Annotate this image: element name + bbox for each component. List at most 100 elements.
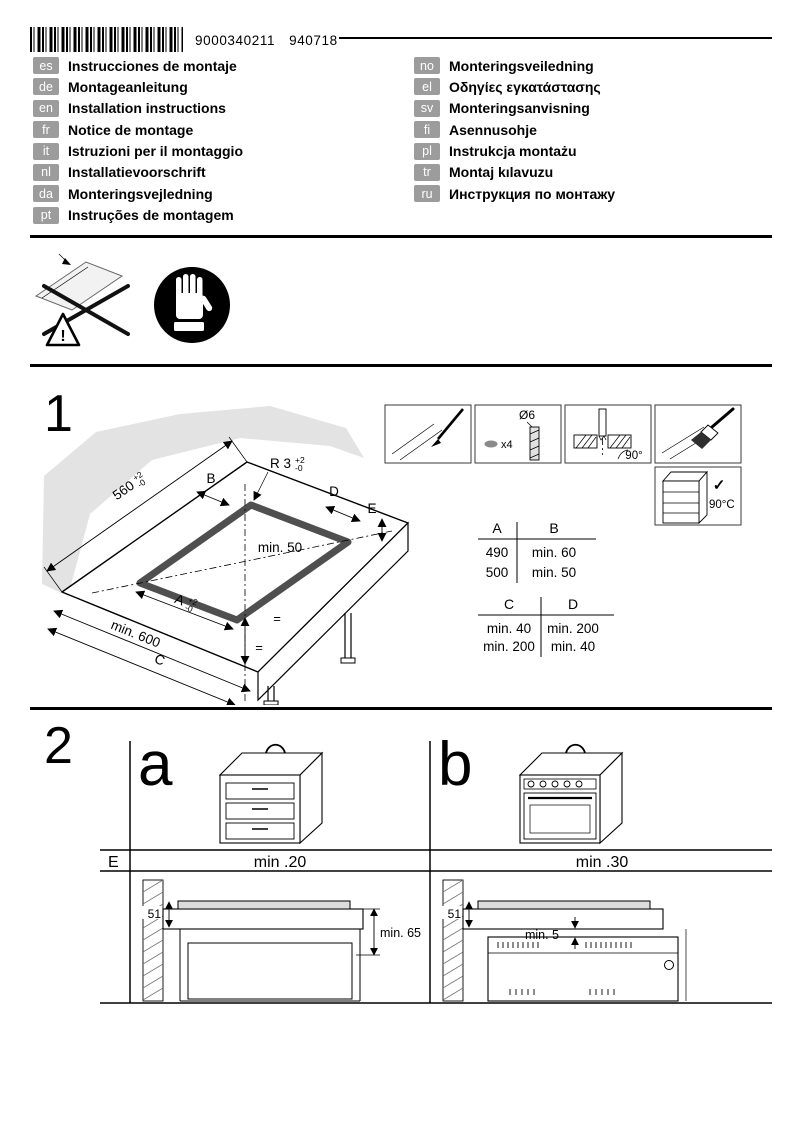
language-title: Οδηγίες εγκατάστασης bbox=[449, 78, 601, 95]
language-title: Monteringsanvisning bbox=[449, 100, 590, 117]
dim-c-label: C bbox=[152, 651, 167, 669]
language-code-badge: da bbox=[33, 185, 59, 203]
table-cell: min. 40 bbox=[487, 621, 531, 636]
language-code-badge: de bbox=[33, 78, 59, 96]
language-row: da Monteringsvejledning bbox=[33, 185, 243, 203]
language-code-badge: tr bbox=[414, 163, 440, 181]
language-code-badge: en bbox=[33, 99, 59, 117]
language-row: de Montageanleitung bbox=[33, 78, 243, 96]
warning-exclamation: ! bbox=[60, 328, 65, 345]
table-cell: min. 200 bbox=[483, 639, 535, 654]
language-title: Monteringsvejledning bbox=[68, 185, 213, 202]
language-code-badge: ru bbox=[414, 185, 440, 203]
language-code-badge: no bbox=[414, 57, 440, 74]
language-title: Montageanleitung bbox=[68, 78, 188, 95]
step-2-number: 2 bbox=[44, 717, 73, 775]
header-rule bbox=[339, 37, 772, 39]
language-title: Instrukcja montażu bbox=[449, 143, 577, 160]
barcode-caption: 9000340211 940718 bbox=[195, 33, 338, 48]
warning-triangle-icon: ! bbox=[45, 312, 81, 347]
svg-text:R 3: R 3 bbox=[270, 456, 291, 471]
detail-box-sawing: 90° bbox=[564, 404, 652, 464]
table-cell: min. 200 bbox=[547, 621, 599, 636]
language-title: Instruções de montagem bbox=[68, 207, 234, 224]
equal-mark: = bbox=[255, 640, 263, 655]
language-title: Notice de montage bbox=[68, 121, 194, 138]
cross-section-b: 51 min. 5 bbox=[442, 879, 687, 1002]
countertop-isometric-drawing: 560 +2 -0 R 3 +2 -0 B D E min. 50 bbox=[42, 406, 409, 705]
language-code-badge: pt bbox=[33, 206, 59, 224]
language-title: Montaj kılavuzu bbox=[449, 164, 554, 181]
dim-min65: min. 65 bbox=[380, 926, 421, 940]
table-header: A bbox=[492, 520, 502, 536]
oven-cabinet-drawing bbox=[518, 743, 624, 845]
table-cell: 500 bbox=[486, 565, 509, 580]
dim-radius-label: R 3 +2 -0 bbox=[270, 455, 305, 473]
dim-d-label: D bbox=[329, 484, 339, 499]
table-cell: 490 bbox=[486, 545, 509, 560]
language-code-badge: fi bbox=[414, 121, 440, 139]
step1-figure: 560 +2 -0 R 3 +2 -0 B D E min. 50 bbox=[42, 404, 742, 705]
table-cell: min. 40 bbox=[551, 639, 595, 654]
drill-diameter-label: Ø6 bbox=[519, 408, 535, 422]
language-code-badge: es bbox=[33, 57, 59, 74]
cutout-size-table: A B 490 min. 60 500 min. 50 bbox=[478, 520, 596, 583]
dim-min50-label: min. 50 bbox=[258, 540, 302, 555]
section-divider bbox=[30, 364, 772, 367]
language-code-badge: pl bbox=[414, 142, 440, 160]
step2-figure: a b E bbox=[100, 730, 772, 1004]
table-header: C bbox=[504, 596, 514, 612]
language-code-badge: it bbox=[33, 142, 59, 160]
table-cell: min. 60 bbox=[532, 545, 576, 560]
section-divider bbox=[30, 235, 772, 238]
language-title: Инструкция по монтажу bbox=[449, 185, 616, 202]
cross-section-a: 51 min. 65 bbox=[142, 879, 421, 1002]
detail-box-heat-resistance: ✓ 90°C bbox=[654, 466, 742, 526]
language-row: ru Инструкция по монтажу bbox=[414, 185, 616, 203]
variant-a-label: a bbox=[138, 730, 173, 799]
dim-e-row-label: E bbox=[108, 854, 119, 871]
screw-count-label: x4 bbox=[501, 439, 513, 451]
language-title: Asennusohje bbox=[449, 121, 537, 138]
svg-text:-0: -0 bbox=[295, 463, 303, 473]
language-row: tr Montaj kılavuzu bbox=[414, 163, 615, 181]
detail-box-sealing bbox=[654, 404, 742, 464]
clearance-table: C D min. 40 min. 200 min. 200 min. 40 bbox=[478, 596, 614, 657]
table-header: D bbox=[568, 596, 578, 612]
language-row: el Οδηγίες εγκατάστασης bbox=[414, 78, 615, 96]
dim-e-label: E bbox=[367, 501, 376, 516]
language-code-badge: el bbox=[414, 78, 440, 96]
barcode bbox=[30, 27, 183, 52]
temperature-label: 90°C bbox=[709, 499, 735, 511]
language-row: en Installation instructions bbox=[33, 99, 243, 117]
safety-icons: ! bbox=[34, 253, 230, 347]
drawer-cabinet-drawing bbox=[218, 743, 324, 845]
language-row: pt Instruções de montagem bbox=[33, 206, 243, 224]
gloves-mandatory-icon bbox=[154, 267, 230, 343]
table-cell: min. 50 bbox=[532, 565, 576, 580]
language-code-badge: sv bbox=[414, 99, 440, 117]
dim-min5: min. 5 bbox=[525, 928, 559, 942]
detail-box-marking bbox=[384, 404, 472, 464]
language-row: fi Asennusohje bbox=[414, 121, 615, 139]
section-divider bbox=[30, 707, 772, 710]
dim-51-b: 51 bbox=[448, 907, 462, 921]
svg-text:C: C bbox=[152, 651, 167, 669]
language-code-badge: nl bbox=[33, 163, 59, 181]
dim-b-label: B bbox=[206, 471, 215, 486]
step-1-number: 1 bbox=[44, 385, 73, 443]
order-code: 940718 bbox=[289, 33, 338, 48]
svg-text:+2: +2 bbox=[187, 595, 200, 608]
language-code-badge: fr bbox=[33, 121, 59, 139]
language-title: Installation instructions bbox=[68, 100, 226, 117]
language-row: pl Instrukcja montażu bbox=[414, 142, 615, 160]
clearance-a-value: min .20 bbox=[254, 854, 307, 871]
svg-text:+2: +2 bbox=[295, 455, 305, 465]
